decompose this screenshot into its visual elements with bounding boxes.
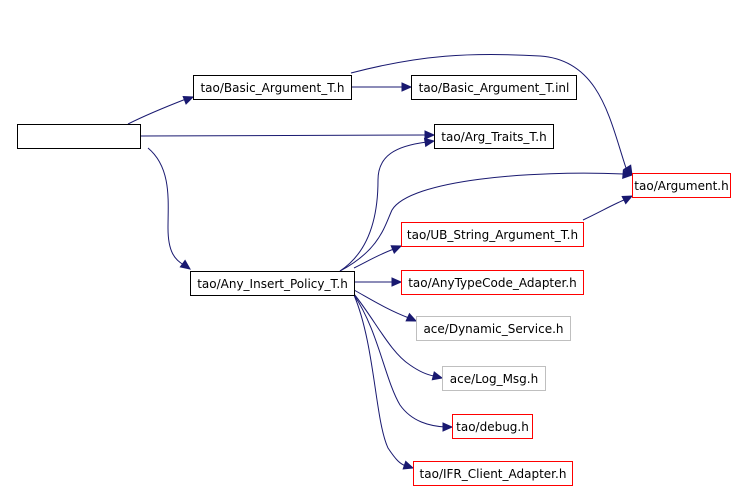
- edge-line: [127, 98, 187, 125]
- node-basic-argument-t-h[interactable]: tao/Basic_Argument_T.h: [193, 75, 352, 100]
- edge-line: [582, 199, 625, 221]
- edges-layer: [127, 53, 634, 470]
- edge-line: [353, 294, 446, 428]
- node-box[interactable]: [434, 124, 554, 149]
- node-box[interactable]: [413, 461, 573, 486]
- node-label: tao/Arg_Traits_T.h: [441, 130, 546, 144]
- node-box[interactable]: [442, 366, 546, 391]
- node-log-msg[interactable]: ace/Log_Msg.h: [442, 366, 546, 391]
- node-box[interactable]: [401, 270, 584, 295]
- node-dynamic-service[interactable]: ace/Dynamic_Service.h: [416, 316, 571, 341]
- edge-arrowhead: [424, 130, 436, 140]
- edge-arrowhead: [401, 82, 413, 92]
- node-label: Basic_Arguments.h: [22, 130, 137, 144]
- node-debug[interactable]: tao/debug.h: [452, 414, 533, 439]
- node-label: tao/IFR_Client_Adapter.h: [420, 467, 567, 481]
- edge-arrowhead: [431, 371, 444, 381]
- node-label: tao/debug.h: [456, 420, 529, 434]
- node-box[interactable]: [416, 316, 571, 341]
- edge-arrowhead: [442, 422, 454, 432]
- node-box[interactable]: [632, 173, 731, 198]
- node-basic-arguments[interactable]: Basic_Arguments.h: [17, 124, 141, 149]
- node-basic-argument-t-inl[interactable]: tao/Basic_Argument_T.inl: [411, 75, 577, 100]
- node-label: ace/Log_Msg.h: [450, 372, 538, 386]
- edge-basic_arguments-to-any_insert_policy_t: [147, 147, 191, 270]
- edge-arrowhead: [391, 277, 403, 287]
- edge-any_insert_policy_t-to-anytypecode_adapter: [354, 277, 403, 287]
- edge-any_insert_policy_t-to-argument: [339, 169, 634, 272]
- node-box[interactable]: [401, 222, 584, 247]
- node-label: tao/AnyTypeCode_Adapter.h: [408, 276, 577, 290]
- edge-any_insert_policy_t-to-log_msg: [353, 293, 444, 381]
- node-box[interactable]: [411, 75, 577, 100]
- edge-line: [353, 248, 395, 269]
- edge-arrowhead: [405, 312, 418, 322]
- node-label: tao/Basic_Argument_T.h: [200, 81, 344, 95]
- node-label: tao/Basic_Argument_T.inl: [419, 81, 570, 95]
- edge-line: [147, 147, 185, 266]
- edge-basic_arguments-to-basic_argument_t_h: [127, 95, 195, 125]
- edge-line: [139, 134, 427, 137]
- node-arg-traits-t[interactable]: tao/Arg_Traits_T.h: [434, 124, 554, 149]
- edge-line: [339, 141, 428, 272]
- edge-basic_argument_t_h-to-basic_argument_t_inl: [351, 82, 413, 92]
- node-anytypecode-adapter[interactable]: tao/AnyTypeCode_Adapter.h: [401, 270, 584, 295]
- node-label: tao/UB_String_Argument_T.h: [407, 228, 578, 242]
- edge-any_insert_policy_t-to-debug: [353, 294, 454, 432]
- edge-line: [339, 172, 625, 272]
- edge-arrowhead: [179, 259, 191, 270]
- edge-any_insert_policy_t-to-ub_string_argument_t: [353, 245, 403, 269]
- edge-ub_string_argument_t-to-argument: [582, 195, 634, 221]
- node-box[interactable]: [193, 75, 352, 100]
- node-label: tao/Argument.h: [634, 179, 728, 193]
- node-argument[interactable]: tao/Argument.h: [632, 173, 731, 198]
- edge-arrowhead: [621, 195, 634, 205]
- edge-basic_arguments-to-arg_traits_t: [139, 130, 436, 140]
- edge-arrowhead: [390, 245, 403, 255]
- node-label: ace/Dynamic_Service.h: [423, 322, 563, 336]
- edge-any_insert_policy_t-to-dynamic_service: [353, 289, 418, 322]
- edge-arrowhead: [402, 460, 415, 470]
- edge-line: [350, 53, 627, 169]
- node-ifr-client-adapter[interactable]: tao/IFR_Client_Adapter.h: [413, 461, 573, 486]
- node-box[interactable]: [190, 271, 355, 296]
- node-any-insert-policy-t[interactable]: tao/Any_Insert_Policy_T.h: [190, 271, 355, 296]
- node-box[interactable]: [17, 124, 141, 149]
- edge-arrowhead: [423, 137, 436, 148]
- edge-any_insert_policy_t-to-arg_traits_t: [339, 137, 436, 272]
- edge-arrowhead: [622, 169, 634, 179]
- node-label: tao/Any_Insert_Policy_T.h: [197, 277, 348, 291]
- edge-line: [353, 289, 410, 319]
- node-box[interactable]: [452, 414, 533, 439]
- node-ub-string-argument-t[interactable]: tao/UB_String_Argument_T.h: [401, 222, 584, 247]
- edge-line: [353, 294, 407, 467]
- edge-arrowhead: [182, 95, 195, 105]
- edge-any_insert_policy_t-to-ifr_client_adapter: [353, 294, 415, 470]
- edge-line: [353, 293, 435, 377]
- edge-basic_argument_t_h-to-argument: [350, 53, 633, 177]
